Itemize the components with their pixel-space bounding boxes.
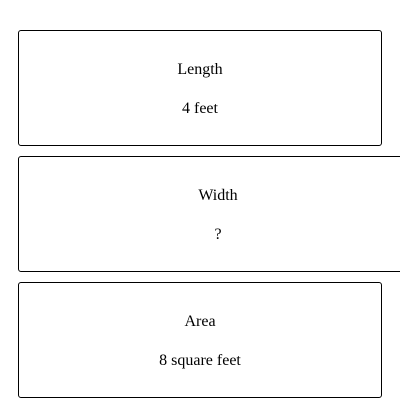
- width-card: Width ?: [18, 156, 400, 272]
- area-label: Area: [184, 313, 216, 330]
- area-card: Area 8 square feet: [18, 282, 382, 398]
- width-value: ?: [214, 226, 222, 243]
- area-value: 8 square feet: [159, 352, 241, 369]
- length-card: Length 4 feet: [18, 30, 382, 146]
- width-label: Width: [198, 187, 238, 204]
- length-value: 4 feet: [182, 100, 218, 117]
- length-label: Length: [177, 61, 223, 78]
